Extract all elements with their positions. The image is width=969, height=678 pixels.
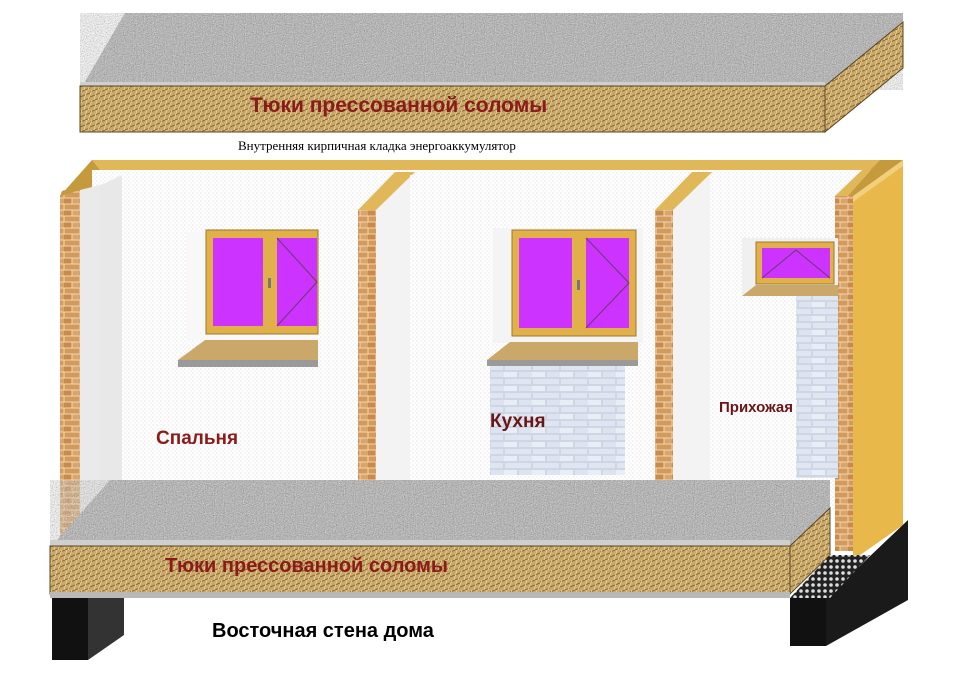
- floor-straw-label: Тюки прессованной соломы: [165, 555, 449, 577]
- hallway-label: Прихожая: [719, 399, 794, 416]
- bedroom-label: Спальня: [156, 428, 239, 449]
- roof-slab: [79, 13, 904, 134]
- roof-straw-label: Тюки прессованной соломы: [250, 94, 548, 117]
- house-walls: [60, 160, 903, 560]
- foundation: [52, 520, 908, 660]
- kitchen-window: [487, 228, 643, 366]
- inner-brick-wall-label: Внутренняя кирпичная кладка энергоаккуму…: [238, 138, 516, 153]
- floor-slab: [49, 480, 831, 598]
- kitchen-label: Кухня: [490, 411, 546, 432]
- hallway-tile: [796, 296, 838, 478]
- hallway-window: [742, 238, 838, 296]
- east-wall-caption: Восточная стена дома: [212, 620, 434, 642]
- kitchen-tile: [490, 360, 625, 475]
- bedroom-window: [178, 229, 319, 367]
